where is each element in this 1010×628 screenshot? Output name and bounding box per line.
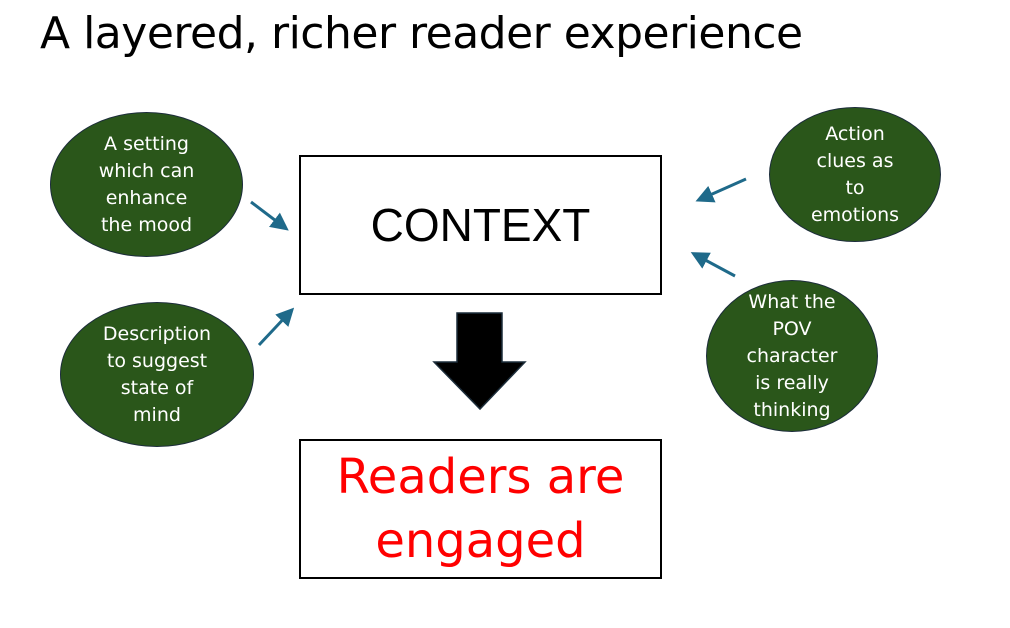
context-box: CONTEXT — [299, 155, 662, 295]
bubble-description: Description to suggest state of mind — [60, 302, 254, 447]
slide-title: A layered, richer reader experience — [40, 8, 803, 59]
arrow-action-to-context — [695, 177, 747, 203]
bubble-action: Action clues as to emotions — [769, 107, 941, 242]
arrow-description-to-context — [257, 307, 295, 347]
bubble-pov-label: What the POV character is really thinkin… — [746, 290, 838, 421]
bubble-action-label: Action clues as to emotions — [810, 122, 900, 226]
bubble-setting: A setting which can enhance the mood — [50, 112, 243, 257]
arrow-setting-to-context — [250, 200, 289, 231]
down-arrow-icon — [432, 312, 527, 411]
arrow-pov-to-context — [690, 252, 736, 278]
bubble-setting-label: A setting which can enhance the mood — [98, 132, 195, 236]
result-box: Readers are engaged — [299, 439, 662, 579]
result-label: Readers are engaged — [336, 449, 625, 569]
bubble-description-label: Description to suggest state of mind — [102, 322, 212, 426]
context-label: CONTEXT — [370, 199, 591, 251]
bubble-pov: What the POV character is really thinkin… — [706, 280, 878, 432]
